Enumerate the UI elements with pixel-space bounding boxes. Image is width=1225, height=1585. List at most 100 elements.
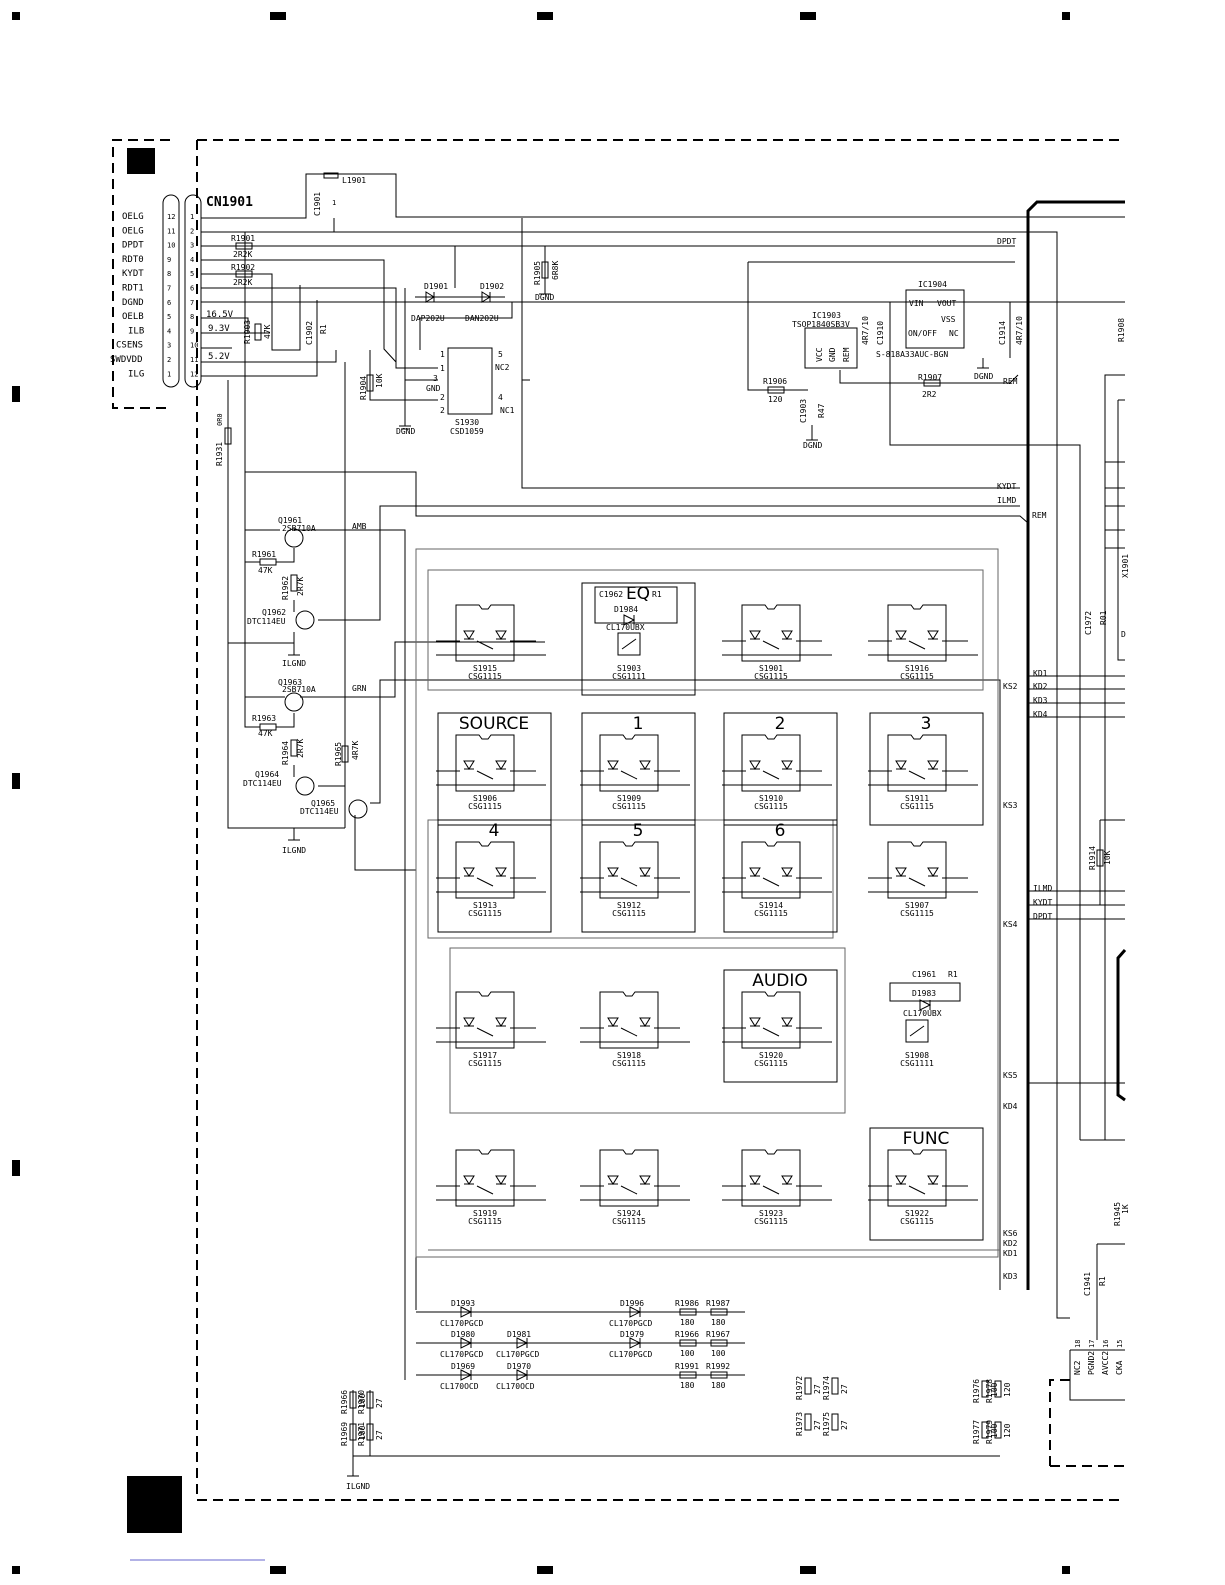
connector-pin-num: 5 — [167, 313, 171, 321]
led-type: CL170OCD — [440, 1382, 479, 1391]
key-label: 2 — [775, 714, 786, 734]
switch-body — [741, 604, 801, 662]
svg-text:KD2: KD2 — [1033, 682, 1048, 691]
switch-ref: S1901 — [759, 664, 783, 673]
svg-text:DTC114EU: DTC114EU — [243, 779, 282, 788]
svg-text:Q1962: Q1962 — [262, 608, 286, 617]
key-frame — [723, 819, 838, 933]
resistor — [831, 1377, 839, 1395]
connector-pin-num: 2 — [167, 356, 171, 364]
svg-text:R1903: R1903 — [243, 320, 252, 344]
key-frame — [723, 712, 838, 826]
resistor-value: 27 — [375, 1398, 384, 1408]
switch-body — [599, 734, 659, 792]
ic-pin-name: PGND2 — [1087, 1351, 1096, 1375]
switch-type: CSG1115 — [900, 672, 934, 681]
svg-text:R1945: R1945 — [1113, 1202, 1122, 1226]
switch-type: CSG1111 — [900, 1059, 934, 1068]
led-icon — [781, 760, 793, 770]
led-icon — [639, 1175, 651, 1185]
svg-text:KD1: KD1 — [1033, 669, 1048, 678]
switch-ref: S1908 — [905, 1051, 929, 1060]
led-type: CL170PGCD — [440, 1319, 484, 1328]
svg-text:NC: NC — [949, 329, 959, 338]
resistor-ref: R1987 — [706, 1299, 730, 1308]
ic-pin-num: 17 — [1088, 1340, 1096, 1348]
resistor — [981, 1421, 989, 1439]
resistor-ref: R1986 — [675, 1299, 699, 1308]
svg-text:R1904: R1904 — [359, 376, 368, 400]
led-icon — [927, 867, 939, 877]
svg-text:X1901: X1901 — [1121, 554, 1130, 578]
switch-body — [887, 841, 947, 899]
resistor — [831, 1413, 839, 1431]
resistor — [710, 1308, 728, 1316]
svg-text:47K: 47K — [263, 324, 272, 339]
board-outline — [112, 139, 1125, 1561]
ground-symbols: DGND DGND DGND DGND ILGND ILGND ILGND — [282, 288, 993, 1491]
switch-type: CSG1115 — [754, 1059, 788, 1068]
switch-ref: S1920 — [759, 1051, 783, 1060]
ic-pin-num: 15 — [1116, 1340, 1124, 1348]
svg-text:R01: R01 — [1099, 610, 1108, 625]
svg-text:C1972: C1972 — [1084, 611, 1093, 635]
svg-text:C1901: C1901 — [313, 192, 322, 216]
svg-text:GRN: GRN — [352, 684, 367, 693]
connector-pin-name: SWDVDD — [110, 355, 143, 365]
svg-text:2SB710A: 2SB710A — [282, 685, 316, 694]
svg-text:1K: 1K — [1121, 1204, 1130, 1214]
svg-text:Q1963: Q1963 — [278, 678, 302, 687]
resistor-ref: R1977 — [972, 1420, 981, 1444]
svg-text:Q1961: Q1961 — [278, 516, 302, 525]
svg-text:R1906: R1906 — [763, 377, 787, 386]
switch-ref: S1910 — [759, 794, 783, 803]
switch-type: CSG1115 — [468, 1217, 502, 1226]
switch-ref: S1919 — [473, 1209, 497, 1218]
key-frame — [869, 1127, 984, 1241]
resistor — [366, 1423, 374, 1441]
svg-text:DAN202U: DAN202U — [465, 314, 499, 323]
svg-text:2R2K: 2R2K — [233, 250, 252, 259]
resistor-value: 100 — [358, 1425, 367, 1440]
svg-text:1: 1 — [332, 199, 336, 207]
resistor-ref: R1992 — [706, 1362, 730, 1371]
svg-text:DTC114EU: DTC114EU — [247, 617, 286, 626]
connector-pin-num: 8 — [167, 270, 171, 278]
svg-text:9.3V: 9.3V — [208, 324, 230, 334]
resistor-ref: R1978 — [985, 1379, 994, 1403]
svg-text:Q1964: Q1964 — [255, 770, 279, 779]
connector-pin-num-right: 4 — [190, 256, 194, 264]
switch-body — [741, 734, 801, 792]
svg-text:VCC: VCC — [815, 347, 824, 362]
led-icon — [495, 1175, 507, 1185]
led-icon — [629, 1306, 642, 1318]
switch-ref: S1916 — [905, 664, 929, 673]
connector-pin-name: ILG — [128, 369, 144, 379]
svg-text:KD3: KD3 — [1003, 1272, 1018, 1281]
connector-pin-num-right: 9 — [190, 327, 194, 335]
svg-text:VSS: VSS — [941, 315, 956, 324]
led-icon — [749, 760, 761, 770]
svg-text:2R2: 2R2 — [922, 390, 937, 399]
resistor-value: 120 — [1003, 1423, 1012, 1438]
resistor — [349, 1391, 357, 1409]
resistor — [804, 1377, 812, 1395]
key-frame — [581, 819, 696, 933]
led-icon — [781, 1175, 793, 1185]
resistor-value: 27 — [813, 1420, 822, 1430]
led-icon — [516, 1337, 529, 1349]
svg-text:R1: R1 — [1098, 1276, 1107, 1286]
connector-pin-num: 4 — [167, 327, 171, 335]
led-driver-transistors: R1931 0R0 Q1961 2SB710A AMB R1961 47K R1… — [215, 413, 368, 819]
led-type: CL170OCD — [496, 1382, 535, 1391]
svg-text:DGND: DGND — [803, 441, 822, 450]
svg-text:120: 120 — [768, 395, 783, 404]
svg-text:0R0: 0R0 — [216, 413, 224, 426]
svg-text:KYDT: KYDT — [1033, 898, 1052, 907]
svg-text:R1902: R1902 — [231, 263, 255, 272]
